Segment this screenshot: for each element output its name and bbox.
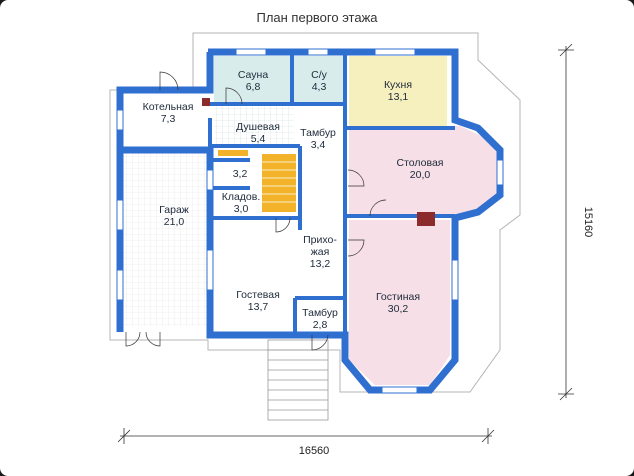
room-name-garage: Гараж [159, 204, 189, 216]
room-area-garage: 21,0 [164, 216, 185, 228]
room-name-living: Гостиная [376, 291, 420, 303]
room-name-vestibule: Тамбур [300, 127, 336, 139]
shower-floor [214, 106, 294, 144]
room-area-boiler: 7,3 [161, 113, 176, 125]
plan-title: План первого этажа [256, 10, 378, 25]
room-name-vestibule-2: Тамбур [302, 307, 338, 319]
boiler-floor [120, 90, 210, 148]
stair-steps [262, 161, 296, 203]
room-area-hall: 13,2 [310, 258, 331, 270]
wc-floor [294, 56, 344, 102]
garage-floor [120, 148, 210, 326]
fireplace [417, 212, 435, 226]
room-area-small: 3,2 [233, 168, 248, 180]
chimney [202, 98, 210, 106]
room-area-wc: 4,3 [312, 81, 327, 93]
room-name-hall-2: жая [311, 246, 330, 258]
room-area-living: 30,2 [388, 303, 409, 315]
room-name-guest: Гостевая [236, 289, 280, 301]
room-name-sauna: Сауна [238, 69, 268, 81]
room-name-dining: Столовая [397, 157, 444, 169]
stairs-mini [218, 150, 248, 156]
room-name-shower: Душевая [236, 121, 280, 133]
room-name-hall-1: Прихо- [303, 234, 337, 246]
room-name-wc: С/у [311, 69, 328, 81]
inner-walls [208, 52, 455, 335]
kitchen-floor [349, 56, 447, 126]
room-area-storage: 3,0 [234, 203, 249, 215]
entrance-stairs [267, 339, 329, 421]
room-area-vestibule: 3,4 [311, 139, 326, 151]
stairs [262, 154, 296, 212]
room-area-kitchen: 13,1 [388, 91, 409, 103]
windows [116, 48, 504, 394]
dining-floor [349, 126, 500, 215]
room-name-boiler: Котельная [143, 101, 194, 113]
room-area-dining: 20,0 [410, 169, 431, 181]
dimension-lines [117, 43, 574, 444]
room-name-kitchen: Кухня [384, 79, 412, 91]
dimension-height: 15160 [582, 207, 594, 238]
room-area-sauna: 6,8 [246, 81, 261, 93]
living-floor [349, 220, 450, 385]
room-area-guest: 13,7 [248, 301, 269, 313]
dimension-width: 16560 [299, 445, 330, 457]
door-swings [125, 71, 387, 351]
room-area-shower: 5,4 [251, 133, 266, 145]
room-name-storage: Кладов. [222, 191, 261, 203]
sauna-floor [214, 56, 290, 102]
room-area-vestibule-2: 2,8 [313, 319, 328, 331]
